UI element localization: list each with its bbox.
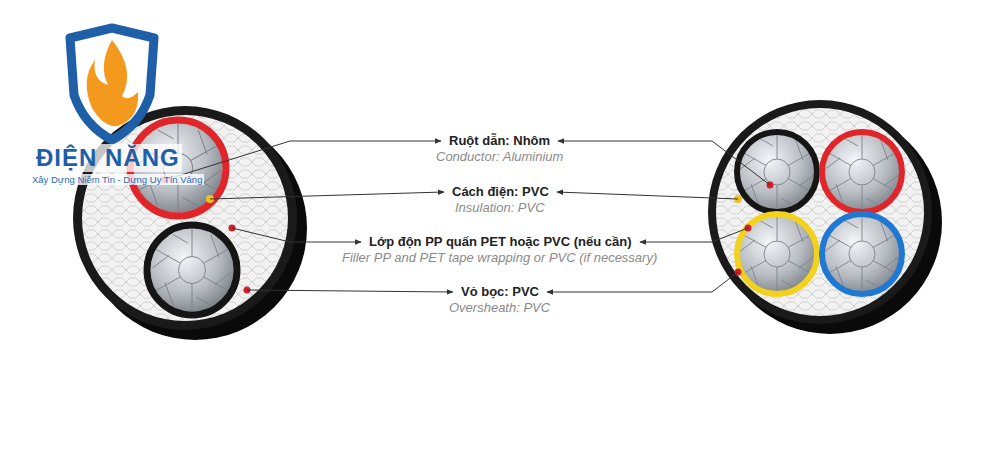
leader-line	[232, 228, 361, 242]
leader-line	[247, 290, 453, 292]
part-name: Vỏ bọc: PVC	[461, 284, 539, 299]
part-name-english: Filler PP and PET tape wrapping or PVC (…	[342, 250, 657, 265]
part-name: Ruột dẫn: Nhôm	[449, 133, 550, 148]
logo-tagline: Xây Dựng Niềm Tin - Dựng Uy Tín Vàng	[30, 174, 204, 185]
leader-line	[640, 228, 748, 242]
leader-line	[547, 272, 738, 292]
part-name-english: Insulation: PVC	[455, 200, 545, 215]
four-core-cable	[708, 100, 942, 334]
logo-text: ĐIỆN NĂNG	[34, 144, 182, 172]
leader-line	[210, 192, 444, 199]
part-name: Lớp độn PP quấn PET hoặc PVC (nếu cần)	[369, 234, 632, 249]
leader-line	[165, 141, 441, 180]
part-name-english: Oversheath: PVC	[449, 300, 550, 315]
leader-line	[557, 192, 738, 199]
leader-line	[558, 141, 770, 185]
logo-shield	[70, 28, 154, 140]
part-name-english: Conductor: Aluminium	[436, 149, 563, 164]
part-name: Cách điện: PVC	[452, 184, 549, 199]
